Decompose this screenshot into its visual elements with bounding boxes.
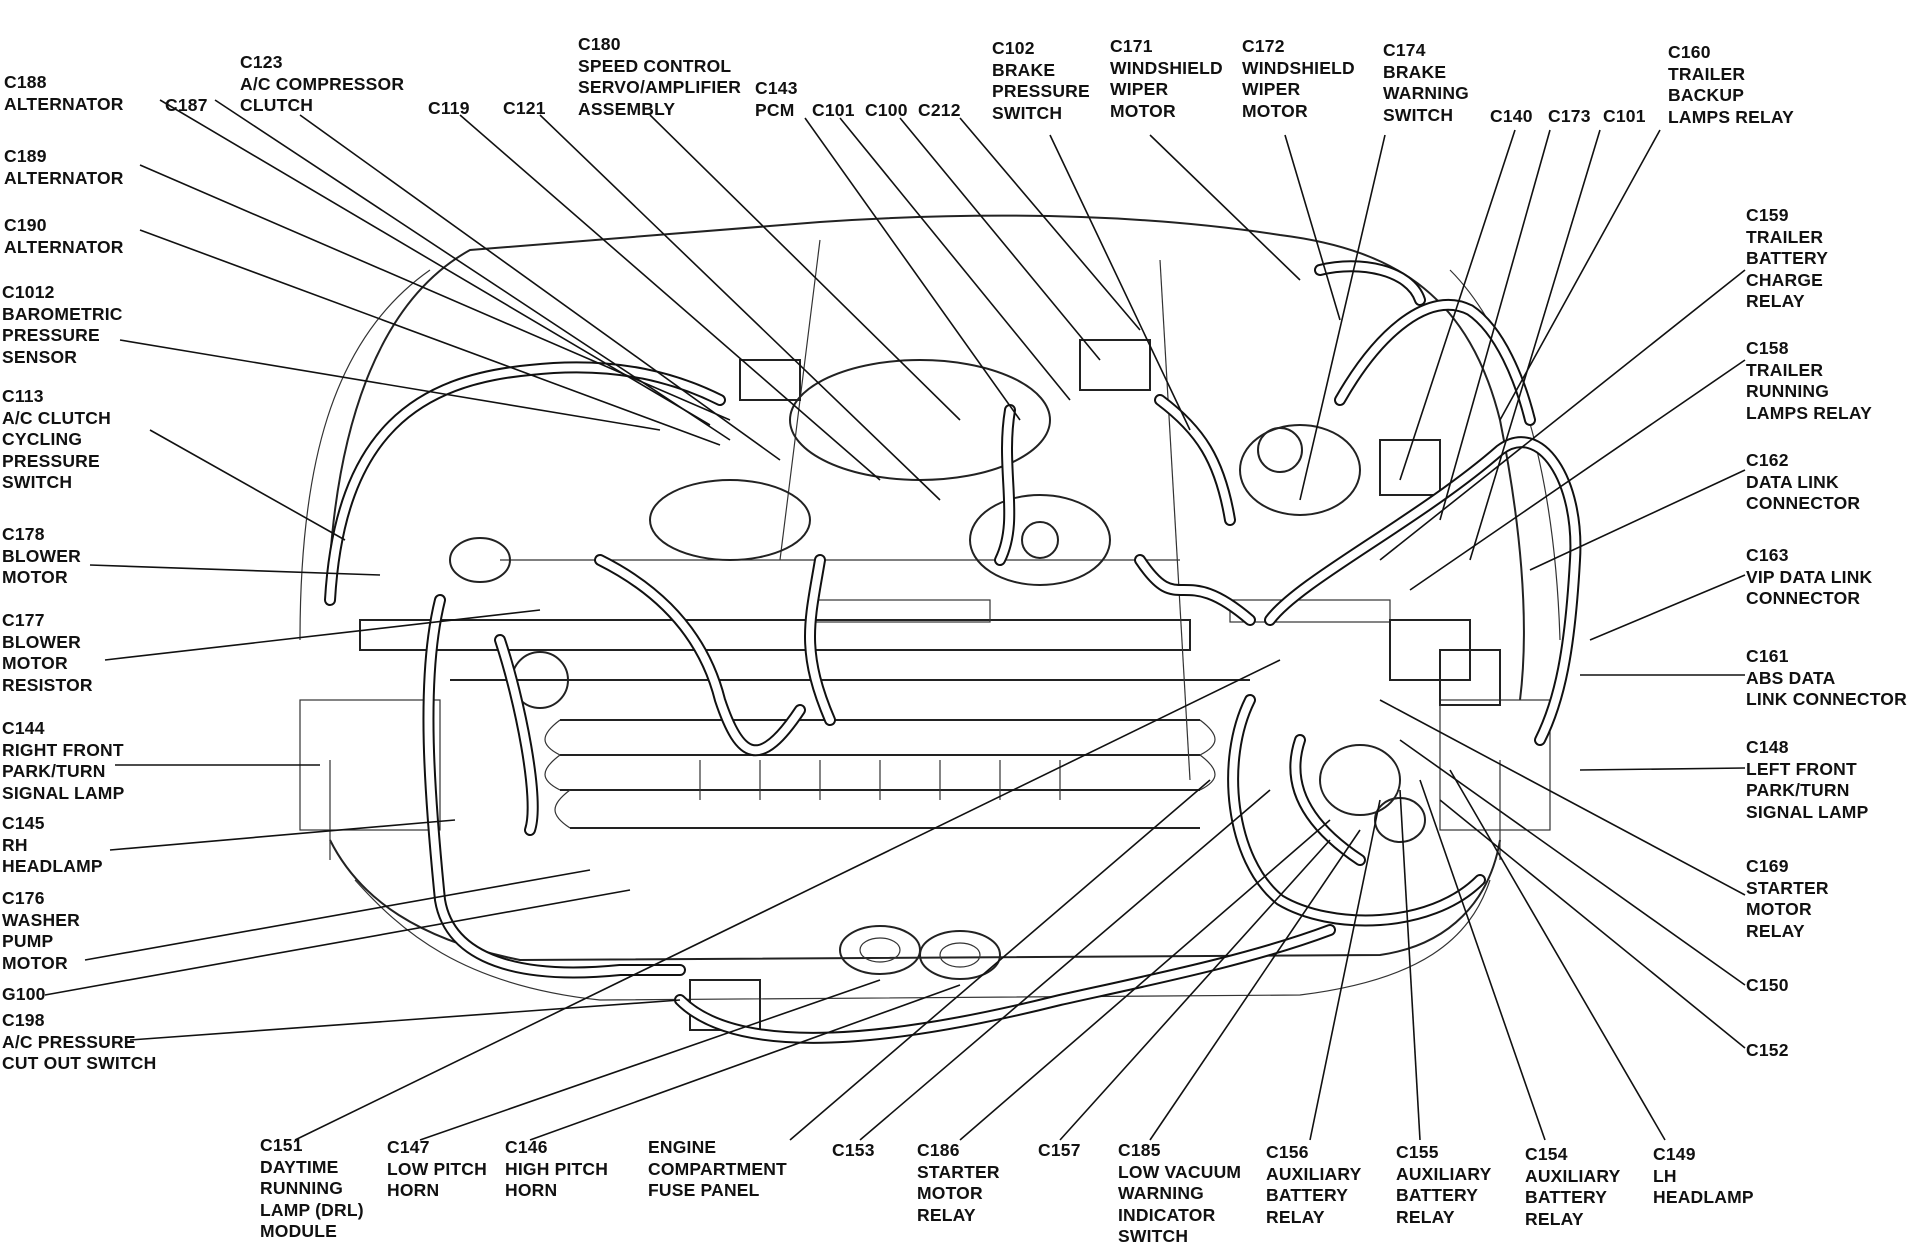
label-c148: C148 LEFT FRONT PARK/TURN SIGNAL LAMP <box>1746 737 1869 822</box>
label-c158: C158 TRAILER RUNNING LAMPS RELAY <box>1746 338 1873 423</box>
label-c101-top: C101 <box>812 100 855 120</box>
label-c176: C176 WASHER PUMP MOTOR <box>2 888 81 973</box>
label-c121: C121 <box>503 98 546 118</box>
label-c212: C212 <box>918 100 961 120</box>
label-c113: C113 A/C CLUTCH CYCLING PRESSURE SWITCH <box>2 386 111 492</box>
label-c119: C119 <box>428 98 470 118</box>
label-c169: C169 STARTER MOTOR RELAY <box>1746 856 1829 941</box>
label-c186: C186 STARTER MOTOR RELAY <box>917 1140 1000 1225</box>
label-c157: C157 <box>1038 1140 1081 1160</box>
label-c163: C163 VIP DATA LINK CONNECTOR <box>1746 545 1873 608</box>
label-c171: C171 WINDSHIELD WIPER MOTOR <box>1110 36 1223 121</box>
label-c162: C162 DATA LINK CONNECTOR <box>1746 450 1861 513</box>
label-c101-right: C101 <box>1603 106 1646 126</box>
label-c149: C149 LH HEADLAMP <box>1653 1144 1754 1207</box>
label-c174: C174 BRAKE WARNING SWITCH <box>1383 40 1469 125</box>
label-fuse-panel: ENGINE COMPARTMENT FUSE PANEL <box>648 1137 787 1200</box>
label-c102: C102 BRAKE PRESSURE SWITCH <box>992 38 1090 123</box>
label-c178: C178 BLOWER MOTOR <box>2 524 81 587</box>
label-c123: C123 A/C COMPRESSOR CLUTCH <box>240 52 405 115</box>
label-c173: C173 <box>1548 106 1591 126</box>
label-c160: C160 TRAILER BACKUP LAMPS RELAY <box>1668 42 1795 127</box>
wiring-harness <box>324 260 1582 1044</box>
label-c151: C151 DAYTIME RUNNING LAMP (DRL) MODULE <box>260 1135 364 1241</box>
label-c1012: C1012 BAROMETRIC PRESSURE SENSOR <box>2 282 123 367</box>
label-c159: C159 TRAILER BATTERY CHARGE RELAY <box>1746 205 1829 311</box>
label-c188: C188 ALTERNATOR <box>4 72 124 114</box>
label-c189: C189 ALTERNATOR <box>4 146 124 188</box>
label-c187: C187 <box>165 95 208 115</box>
label-c145: C145 RH HEADLAMP <box>2 813 103 876</box>
label-c100: C100 <box>865 100 908 120</box>
vehicle-outline <box>299 214 1561 1031</box>
label-c180: C180 SPEED CONTROL SERVO/AMPLIFIER ASSEM… <box>578 34 742 119</box>
label-c146: C146 HIGH PITCH HORN <box>505 1137 609 1200</box>
label-c172: C172 WINDSHIELD WIPER MOTOR <box>1242 36 1355 121</box>
label-g100: G100 <box>2 984 46 1004</box>
label-c144: C144 RIGHT FRONT PARK/TURN SIGNAL LAMP <box>2 718 125 803</box>
label-c154: C154 AUXILIARY BATTERY RELAY <box>1525 1144 1621 1229</box>
label-c161: C161 ABS DATA LINK CONNECTOR <box>1746 646 1907 709</box>
leader-lines <box>44 99 1746 1141</box>
label-c185: C185 LOW VACUUM WARNING INDICATOR SWITCH <box>1118 1140 1242 1246</box>
label-c152: C152 <box>1746 1040 1789 1060</box>
label-c177: C177 BLOWER MOTOR RESISTOR <box>2 610 93 695</box>
label-c140: C140 <box>1490 106 1533 126</box>
label-c153: C153 <box>832 1140 875 1160</box>
label-c143: C143 PCM <box>755 78 798 120</box>
label-c156: C156 AUXILIARY BATTERY RELAY <box>1266 1142 1362 1227</box>
label-c155: C155 AUXILIARY BATTERY RELAY <box>1396 1142 1492 1227</box>
label-c147: C147 LOW PITCH HORN <box>387 1137 487 1200</box>
label-c150: C150 <box>1746 975 1789 995</box>
label-c198: C198 A/C PRESSURE CUT OUT SWITCH <box>2 1010 157 1073</box>
label-c190: C190 ALTERNATOR <box>4 215 124 257</box>
